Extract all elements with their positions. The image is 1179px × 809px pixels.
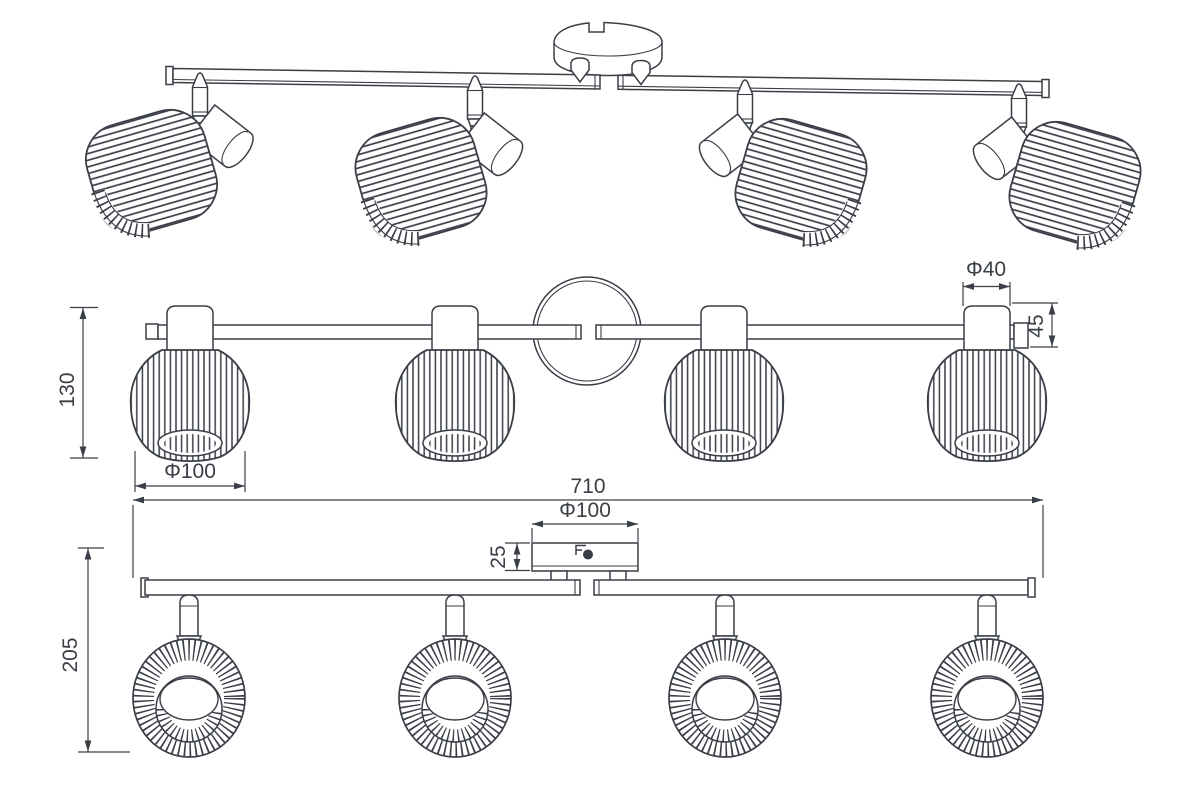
dim-joint-height-label: 45 xyxy=(1025,314,1048,337)
cable-clamp-icon xyxy=(575,544,586,555)
dim-canopy-diameter-label: Φ100 xyxy=(559,499,611,522)
mounting-bar-front xyxy=(145,322,1029,349)
dimension-joint-diameter: Φ40 xyxy=(962,258,1011,306)
dim-joint-diameter-label: Φ40 xyxy=(966,258,1006,281)
dimension-joint-height: 45 xyxy=(1012,302,1058,348)
spot-head-4 xyxy=(968,113,1149,259)
dim-shade-diameter-label: Φ100 xyxy=(164,460,216,483)
dim-fixture-height-label: 205 xyxy=(59,637,82,672)
dimension-shade-diameter: Φ100 xyxy=(134,451,246,492)
mounting-bar-bottom xyxy=(140,577,1036,598)
dimension-canopy-depth: 25 xyxy=(487,542,530,572)
bottom-view: 710 Φ100 25 xyxy=(59,475,1043,757)
dimension-overall-width: 710 xyxy=(132,475,1044,578)
dimension-canopy-diameter: Φ100 xyxy=(531,499,639,542)
bottom-shade-2 xyxy=(399,595,511,757)
dim-canopy-depth-label: 25 xyxy=(487,545,510,568)
spot-head-1 xyxy=(77,101,258,247)
bottom-shade-3 xyxy=(669,595,781,757)
cable-entry-dot xyxy=(583,549,593,560)
bottom-shade-1 xyxy=(133,595,245,757)
spot-head-2 xyxy=(347,109,528,255)
canopy-screw-knobs xyxy=(570,57,651,86)
dimension-fixture-height: 205 xyxy=(59,547,130,753)
front-elevation-view: 130 Φ100 Φ40 45 xyxy=(56,258,1058,492)
spot-head-3 xyxy=(694,110,875,256)
dim-overall-width-label: 710 xyxy=(570,475,605,498)
bottom-shade-4 xyxy=(931,595,1043,757)
dim-shade-height-label: 130 xyxy=(56,372,79,407)
mounting-bar xyxy=(165,65,1050,99)
ceiling-canopy-bottom xyxy=(531,542,639,587)
perspective-view xyxy=(77,21,1149,260)
dimension-shade-height: 130 xyxy=(56,306,98,459)
